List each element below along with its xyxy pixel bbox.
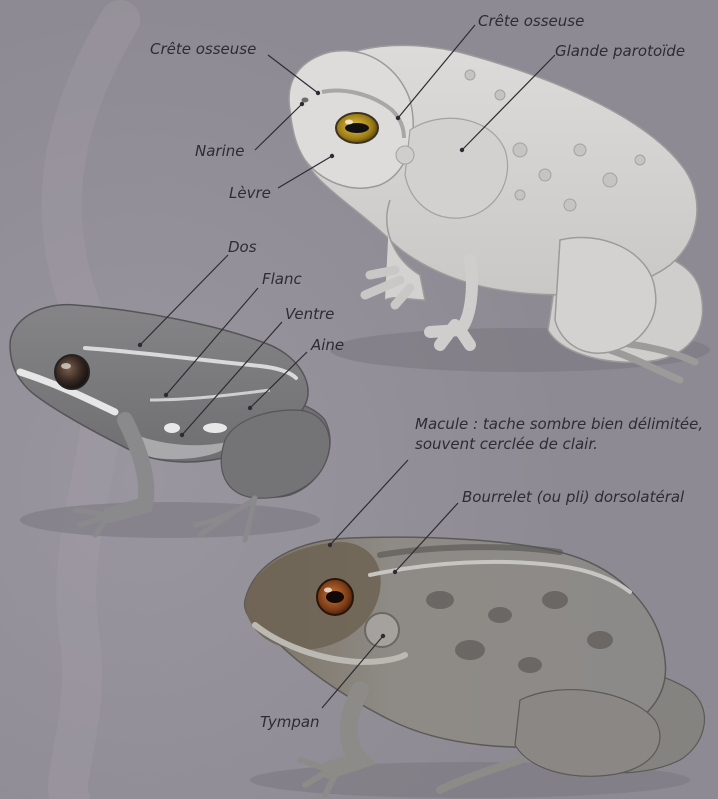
grey-frog-eye bbox=[55, 355, 89, 389]
label-ventre: Ventre bbox=[285, 305, 334, 323]
label-dos: Dos bbox=[228, 238, 257, 256]
label-bourrelet: Bourrelet (ou pli) dorsolatéral bbox=[462, 488, 684, 506]
label-narine: Narine bbox=[195, 142, 244, 160]
tympanum-shape bbox=[365, 613, 399, 647]
label-crete-osseuse-left: Crête osseuse bbox=[150, 40, 256, 58]
label-macule-line1: Macule : tache sombre bien délimitée, bbox=[415, 414, 715, 434]
label-macule: Macule : tache sombre bien délimitée, so… bbox=[415, 414, 715, 454]
label-flanc: Flanc bbox=[262, 270, 302, 288]
label-aine: Aine bbox=[311, 336, 344, 354]
label-crete-osseuse-top: Crête osseuse bbox=[478, 12, 584, 30]
label-macule-line2: souvent cerclée de clair. bbox=[415, 434, 715, 454]
label-tympan: Tympan bbox=[260, 713, 320, 731]
label-glande-parotoide: Glande parotoïde bbox=[555, 42, 685, 60]
label-levre: Lèvre bbox=[229, 184, 271, 202]
